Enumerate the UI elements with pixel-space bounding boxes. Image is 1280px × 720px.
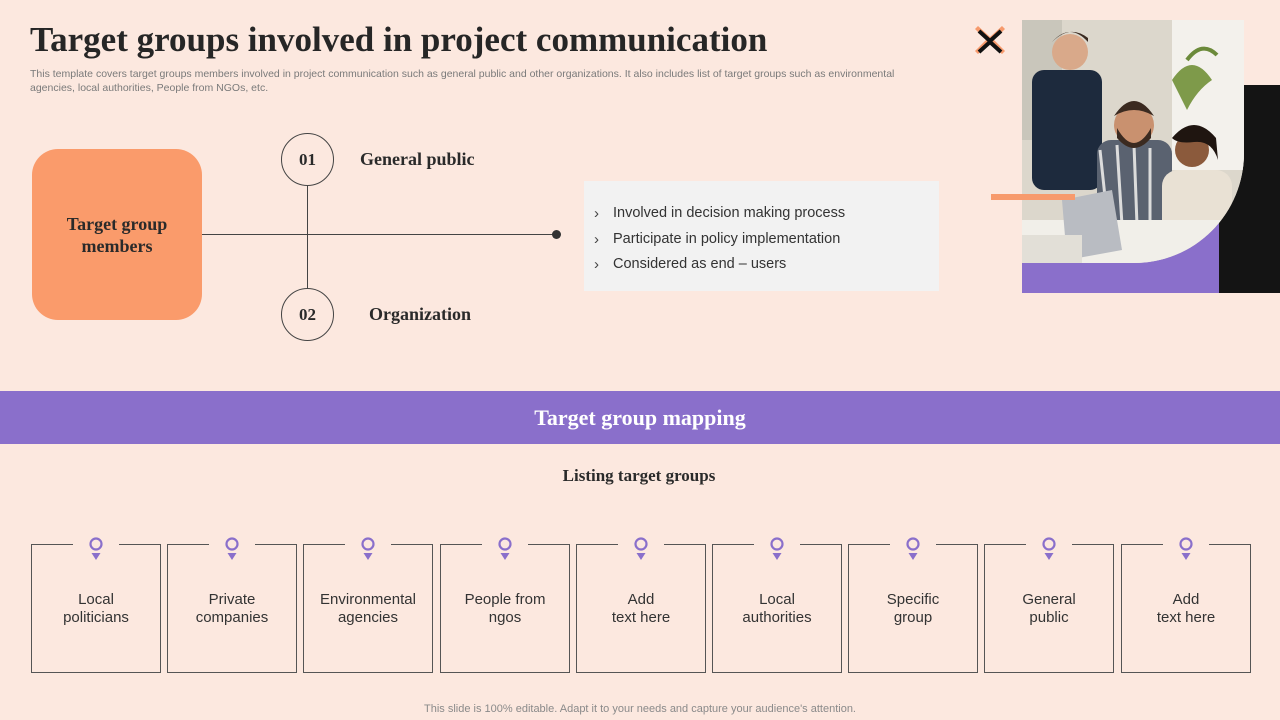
target-group-members-box: Target group members — [32, 149, 202, 320]
option-label-organization: Organization — [369, 304, 471, 324]
bullet-list: › Involved in decision making process › … — [584, 181, 939, 291]
decorative-orange-dash — [991, 194, 1075, 200]
option-number-01: 01 — [281, 133, 334, 186]
card-border-gap — [1026, 539, 1072, 553]
location-pin-icon — [225, 537, 239, 560]
connector-dot — [552, 230, 561, 239]
target-group-card-label: General public — [1022, 590, 1076, 626]
location-pin-icon — [89, 537, 103, 560]
chevron-right-icon: › — [594, 205, 599, 222]
list-item: › Involved in decision making process — [594, 201, 939, 227]
mapping-subtitle: Listing target groups — [562, 466, 716, 485]
footer-note: This slide is 100% editable. Adapt it to… — [424, 703, 856, 715]
page-description: This template covers target groups membe… — [30, 68, 895, 94]
chevron-right-icon: › — [594, 230, 599, 248]
target-group-card: Add text here — [1121, 544, 1251, 673]
target-group-card: Environmental agencies — [303, 544, 433, 673]
bullet-text: Involved in decision making process — [613, 205, 846, 221]
target-group-card-label: Local politicians — [63, 590, 129, 626]
target-group-card: General public — [984, 544, 1114, 673]
target-group-card: Local politicians — [31, 544, 161, 673]
target-group-card: People from ngos — [440, 544, 570, 673]
connector-line — [202, 234, 556, 235]
card-border-gap — [754, 539, 800, 553]
target-group-card-label: Environmental agencies — [320, 590, 416, 626]
location-pin-icon — [498, 537, 512, 560]
list-item: › Participate in policy implementation — [594, 227, 939, 253]
bullet-text: Considered as end – users — [613, 256, 787, 272]
target-group-card-label: Private companies — [195, 590, 269, 626]
target-group-card-label: Specific group — [886, 590, 940, 626]
location-pin-icon — [906, 537, 920, 560]
connector-vertical-line — [307, 185, 308, 288]
location-pin-icon — [1042, 537, 1056, 560]
page-title: Target groups involved in project commun… — [30, 20, 768, 59]
card-border-gap — [73, 539, 119, 553]
location-pin-icon — [770, 537, 784, 560]
target-group-card-label: Add text here — [1156, 590, 1216, 626]
team-photo — [1022, 20, 1244, 263]
list-item: › Considered as end – users — [594, 252, 939, 278]
option-label-general-public: General public — [360, 149, 475, 169]
mapping-banner: Target group mapping — [0, 391, 1280, 444]
target-group-card: Private companies — [167, 544, 297, 673]
target-group-card-label: Local authorities — [742, 590, 812, 626]
card-border-gap — [890, 539, 936, 553]
target-group-card-label: People from ngos — [464, 590, 546, 626]
target-group-card: Specific group — [848, 544, 978, 673]
location-pin-icon — [634, 537, 648, 560]
target-group-card: Add text here — [576, 544, 706, 673]
option-number-02: 02 — [281, 288, 334, 341]
bullet-text: Participate in policy implementation — [613, 230, 841, 247]
location-pin-icon — [1179, 537, 1193, 560]
close-icon — [975, 26, 1005, 54]
card-border-gap — [482, 539, 528, 553]
card-border-gap — [345, 539, 391, 553]
target-group-card: Local authorities — [712, 544, 842, 673]
chevron-right-icon: › — [594, 256, 599, 273]
card-border-gap — [618, 539, 664, 553]
location-pin-icon — [361, 537, 375, 560]
card-border-gap — [1163, 539, 1209, 553]
card-border-gap — [209, 539, 255, 553]
target-group-card-label: Add text here — [611, 590, 671, 626]
